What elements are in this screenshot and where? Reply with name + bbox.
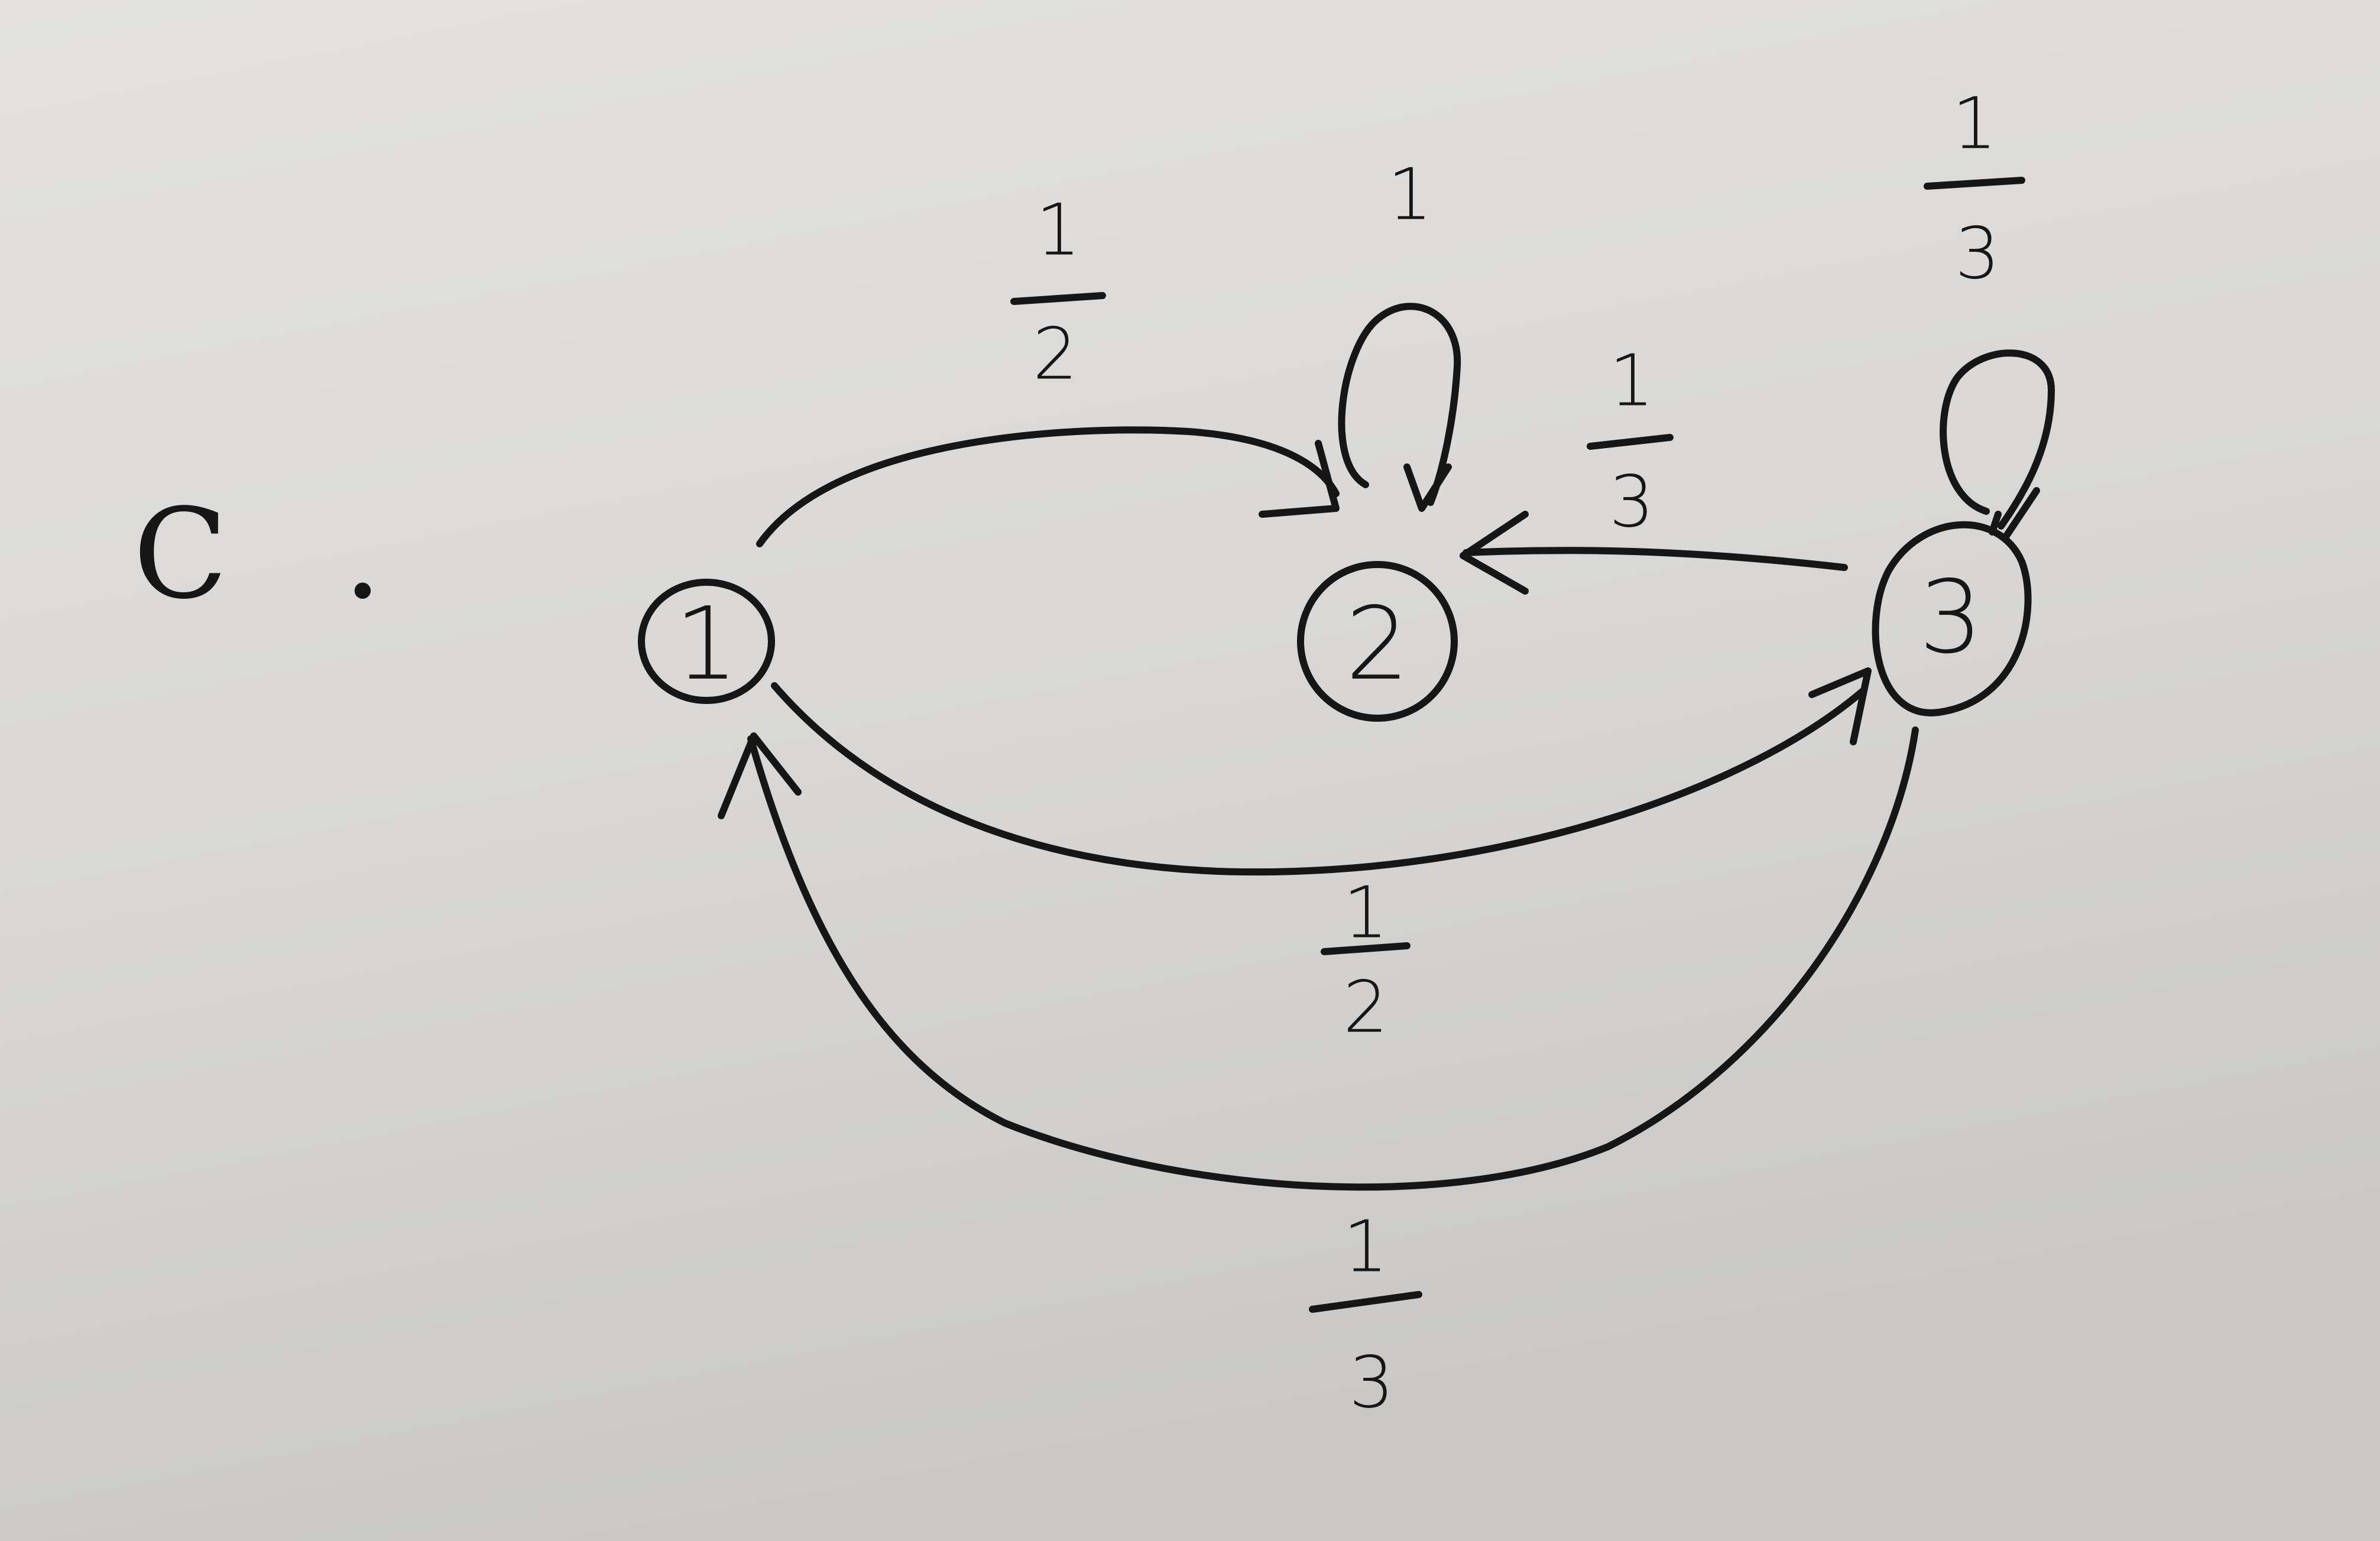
edge-1-to-3: 1 2 — [771, 667, 1872, 1049]
edge-3-self-loop-denominator: 3 — [1955, 213, 2000, 296]
node-3-label: 3 — [1919, 559, 1983, 676]
edge-1-to-3-numerator: 1 — [1343, 872, 1388, 955]
edge-3-to-2-line — [1463, 547, 1848, 571]
edge-3-to-2-arrowhead — [1460, 511, 1529, 595]
edge-1-to-2-arc — [756, 426, 1340, 547]
edge-3-to-1-fraction-bar — [1309, 1291, 1422, 1313]
edge-3-to-1-arc — [747, 726, 1919, 1191]
edge-1-to-3-fraction-bar — [1321, 942, 1411, 955]
edge-1-to-3-arc — [771, 682, 1866, 876]
edge-2-self-loop-curve — [1338, 303, 1461, 506]
edge-3-to-1: 1 3 — [718, 726, 1919, 1425]
edge-3-to-2-fraction-bar — [1587, 434, 1674, 450]
node-1-label: 1 — [675, 586, 738, 703]
part-label: C — [133, 482, 228, 627]
edge-3-to-1-denominator: 3 — [1349, 1342, 1394, 1425]
node-2-circle — [1297, 561, 1458, 722]
node-1: 1 — [638, 579, 775, 704]
node-2: 2 — [1297, 561, 1458, 722]
part-label-dot: . — [343, 482, 382, 627]
edge-3-to-1-numerator: 1 — [1343, 1206, 1388, 1289]
node-1-circle — [638, 579, 775, 704]
node-2-label: 2 — [1345, 586, 1409, 703]
edge-1-to-3-arrowhead — [1808, 667, 1872, 745]
edge-2-self-loop: 1 — [1338, 154, 1461, 512]
edge-2-self-loop-label: 1 — [1387, 154, 1432, 236]
edge-3-self-loop-curve — [1940, 349, 2055, 530]
node-3-circle — [1872, 521, 2032, 716]
edge-3-to-1-arrowhead — [718, 732, 802, 819]
edge-1-to-2-fraction-bar — [1010, 292, 1106, 305]
edge-3-self-loop-numerator: 1 — [1952, 83, 1997, 166]
edge-3-to-2: 1 3 — [1460, 340, 1848, 595]
edge-3-to-2-numerator: 1 — [1609, 340, 1654, 423]
node-3: 3 — [1872, 521, 2032, 716]
edge-2-self-loop-arrowhead — [1403, 463, 1452, 512]
edge-1-to-2-arrowhead — [1259, 440, 1340, 518]
edge-3-self-loop-fraction-bar — [1924, 177, 2025, 190]
edge-3-self-loop-arrowhead — [1989, 487, 2040, 538]
edge-1-to-2-denominator: 2 — [1033, 314, 1078, 396]
edge-1-to-2: 1 2 — [756, 190, 1340, 547]
edge-1-to-3-denominator: 2 — [1343, 967, 1388, 1049]
edge-3-self-loop: 1 3 — [1924, 83, 2055, 538]
edge-1-to-2-numerator: 1 — [1036, 190, 1081, 272]
edge-3-to-2-denominator: 3 — [1609, 462, 1654, 544]
